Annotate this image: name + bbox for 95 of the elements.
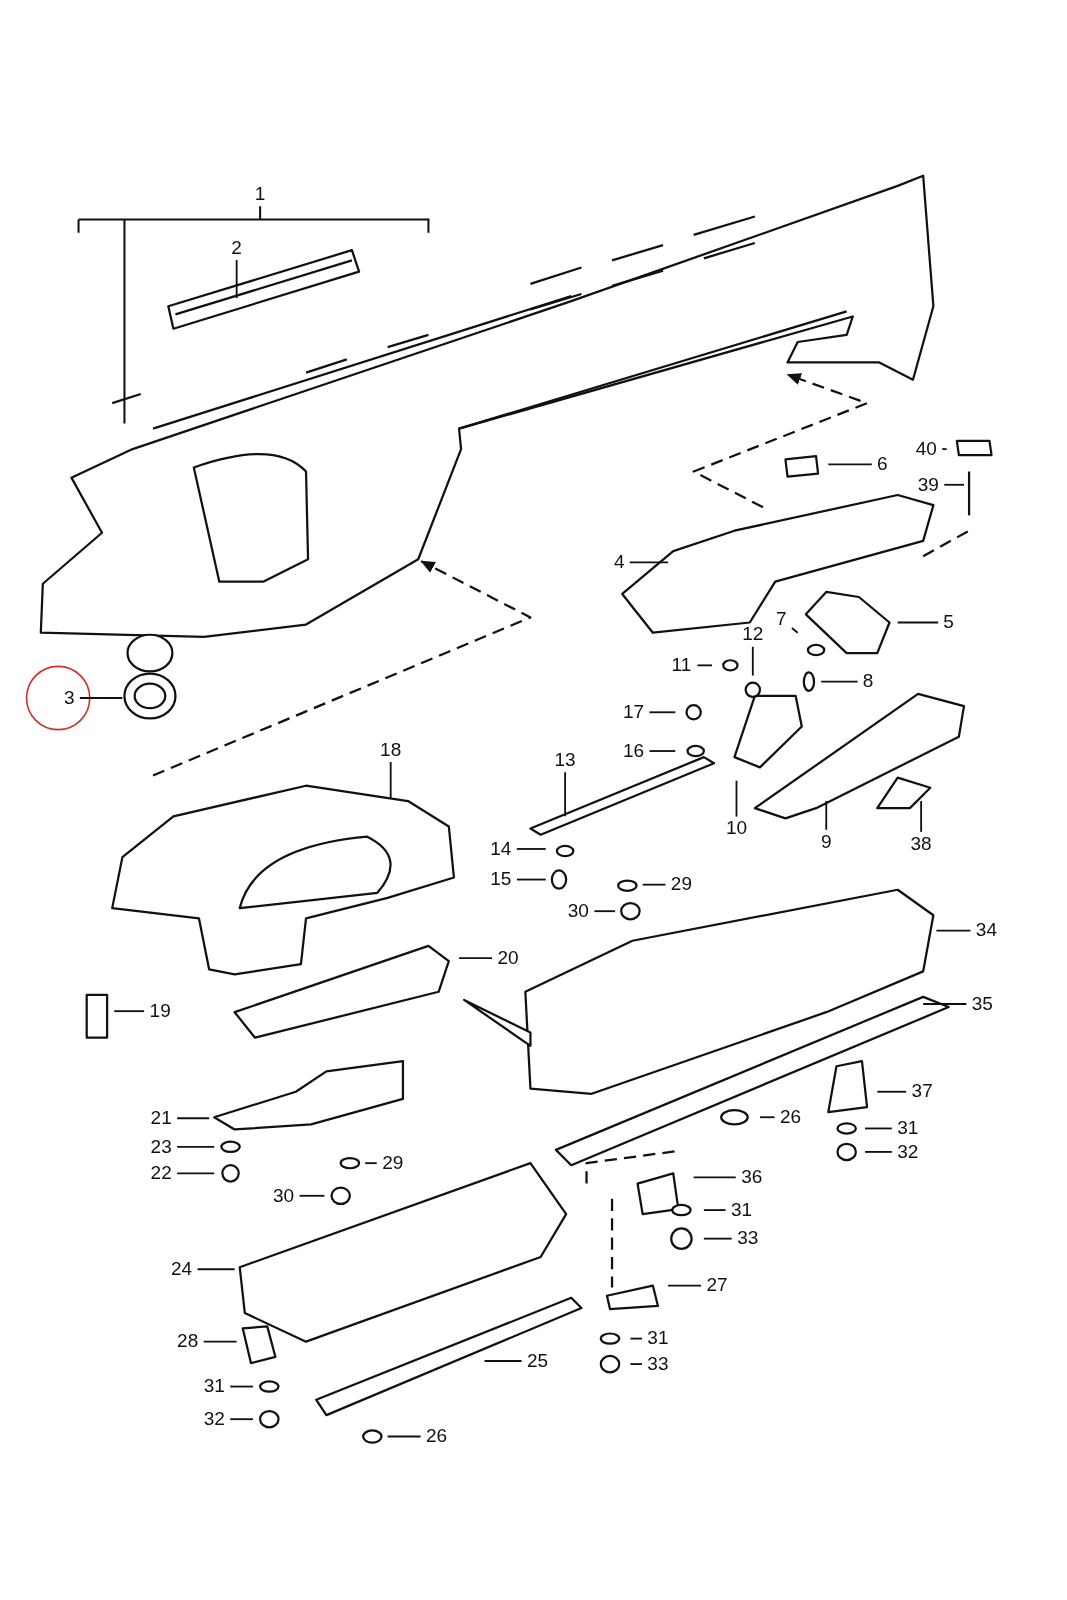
callout-number: 40 bbox=[913, 437, 940, 460]
callout-number: 4 bbox=[611, 551, 627, 574]
leader-line bbox=[386, 1435, 422, 1438]
callout-number: 34 bbox=[973, 919, 1000, 942]
callout-number: 29 bbox=[668, 873, 695, 896]
leader-line bbox=[820, 680, 859, 683]
callout-number: 1 bbox=[252, 182, 268, 205]
callout-number: 3 bbox=[61, 686, 77, 709]
leader-line bbox=[483, 1360, 523, 1362]
leader-line bbox=[196, 1268, 236, 1271]
callout-number: 19 bbox=[147, 999, 174, 1022]
leader-line bbox=[667, 1284, 703, 1287]
callout-number: 6 bbox=[874, 453, 890, 476]
callout-number: 2 bbox=[229, 236, 245, 259]
callout-number: 29 bbox=[379, 1151, 406, 1174]
callout-number: 31 bbox=[894, 1117, 921, 1140]
callout-number: 26 bbox=[777, 1105, 804, 1128]
callout-number: 9 bbox=[818, 830, 834, 853]
callout-number: 30 bbox=[270, 1184, 297, 1207]
leader-line bbox=[876, 1090, 908, 1093]
callout-number: 38 bbox=[908, 832, 935, 855]
leader-line bbox=[389, 761, 392, 799]
callout-number: 28 bbox=[174, 1330, 201, 1353]
leader-line bbox=[735, 779, 738, 818]
leader-line bbox=[564, 771, 567, 818]
leader-line bbox=[176, 1172, 216, 1175]
leader-line bbox=[896, 621, 940, 624]
leader-line bbox=[641, 883, 667, 886]
callout-number: 33 bbox=[734, 1227, 761, 1250]
leader-line bbox=[648, 750, 677, 752]
leader-line bbox=[515, 848, 547, 850]
leader-line bbox=[515, 878, 547, 881]
callout-number: 14 bbox=[487, 837, 514, 860]
leader-line bbox=[458, 957, 493, 960]
leader-line bbox=[943, 483, 965, 486]
leader-line bbox=[202, 1340, 238, 1343]
callout-number: 32 bbox=[894, 1140, 921, 1163]
callout-number: 23 bbox=[148, 1135, 175, 1158]
leader-line bbox=[922, 1003, 968, 1005]
callout-number: 12 bbox=[739, 623, 766, 646]
leader-line bbox=[864, 1151, 893, 1153]
leader-line bbox=[702, 1237, 733, 1240]
leader-line bbox=[229, 1385, 254, 1388]
leader-line bbox=[825, 800, 828, 831]
leader-line bbox=[751, 645, 754, 677]
leader-line bbox=[229, 1418, 254, 1421]
callout-number: 15 bbox=[487, 868, 514, 891]
leader-line bbox=[235, 259, 238, 300]
leader-line bbox=[692, 1176, 737, 1179]
callout-number: 32 bbox=[201, 1407, 228, 1430]
callout-number: 8 bbox=[860, 670, 876, 693]
leader-line bbox=[629, 1337, 643, 1340]
callout-number: 10 bbox=[723, 817, 750, 840]
leader-line bbox=[941, 448, 948, 450]
leader-line bbox=[78, 697, 124, 699]
leader-line bbox=[364, 1162, 378, 1165]
leader-line bbox=[696, 664, 713, 667]
callout-number: 33 bbox=[644, 1352, 671, 1375]
callout-number: 22 bbox=[148, 1162, 175, 1185]
leader-line bbox=[176, 1145, 216, 1148]
callout-number: 5 bbox=[941, 611, 957, 634]
leader-line bbox=[113, 1010, 146, 1013]
callout-number: 30 bbox=[565, 899, 592, 922]
callout-number: 27 bbox=[704, 1274, 731, 1297]
callout-number: 13 bbox=[552, 748, 579, 771]
callout-number: 24 bbox=[168, 1257, 195, 1280]
leader-line bbox=[864, 1127, 893, 1130]
leader-line bbox=[648, 711, 677, 714]
leader-line bbox=[628, 561, 670, 564]
leader-line bbox=[702, 1209, 727, 1211]
callout-number: 31 bbox=[728, 1198, 755, 1221]
callout-number: 21 bbox=[148, 1107, 175, 1129]
leader-line bbox=[176, 1117, 211, 1120]
leader-line bbox=[827, 463, 873, 466]
callout-number: 20 bbox=[495, 946, 521, 969]
callout-number: 17 bbox=[620, 701, 647, 723]
callout-number: 35 bbox=[969, 992, 996, 1015]
callout-number: 31 bbox=[644, 1327, 671, 1350]
callout-number: 16 bbox=[620, 739, 647, 762]
leader-line bbox=[629, 1363, 643, 1365]
callout-number: 11 bbox=[668, 654, 695, 677]
callout-number: 31 bbox=[201, 1375, 228, 1398]
leader-line bbox=[759, 1116, 776, 1119]
leader-line bbox=[298, 1194, 326, 1197]
callout-number: 26 bbox=[423, 1425, 450, 1448]
callout-number: 25 bbox=[524, 1349, 551, 1372]
leader-line bbox=[935, 929, 972, 932]
leader-line bbox=[790, 627, 799, 634]
callout-number: 39 bbox=[915, 473, 942, 496]
callout-number: 36 bbox=[738, 1166, 765, 1189]
leader-line bbox=[920, 800, 923, 833]
callout-number: 7 bbox=[773, 608, 789, 631]
callout-number: 37 bbox=[909, 1080, 936, 1103]
leader-line bbox=[593, 910, 617, 913]
callout-number: 18 bbox=[377, 738, 404, 761]
